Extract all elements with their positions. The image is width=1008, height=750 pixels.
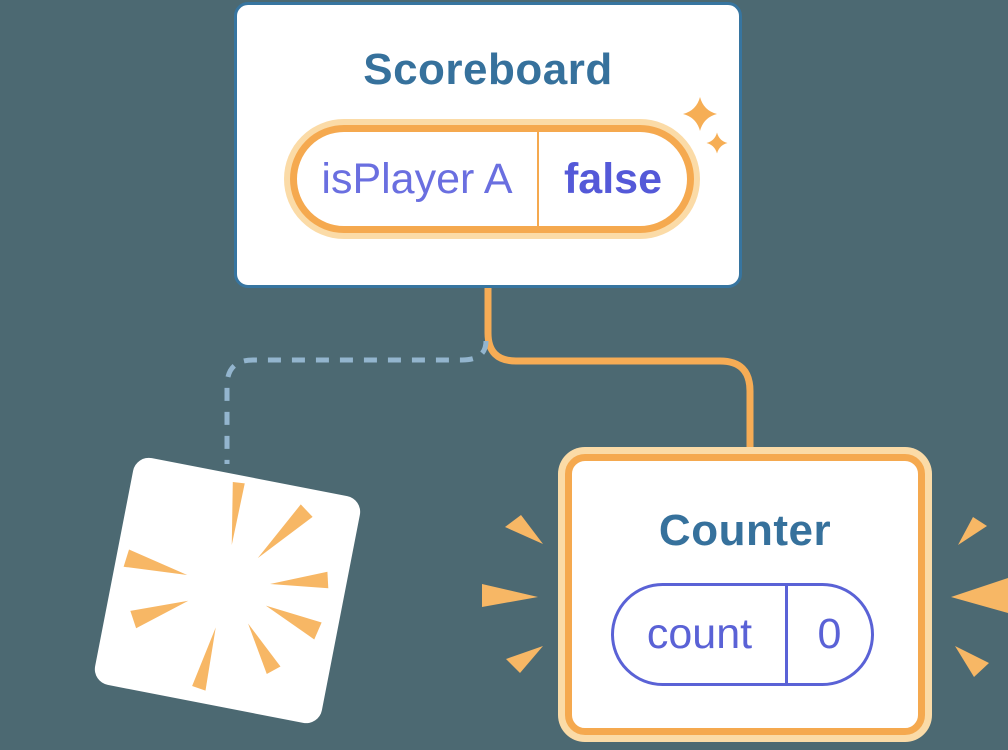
destroyed-component-card bbox=[92, 455, 363, 726]
state-value-label: false bbox=[563, 154, 662, 203]
connector-removed-dashed-path bbox=[224, 340, 489, 464]
count-name-label: count bbox=[646, 610, 753, 658]
state-name-cell: isPlayer A bbox=[297, 132, 539, 226]
scoreboard-title: Scoreboard bbox=[363, 45, 613, 94]
state-name-label: isPlayer A bbox=[321, 154, 513, 203]
emphasis-rays-left-icon bbox=[482, 515, 543, 673]
scoreboard-state-pill: isPlayer A false bbox=[290, 125, 694, 233]
counter-component-card: Counter count 0 bbox=[565, 454, 925, 735]
counter-title: Counter bbox=[658, 506, 832, 555]
count-value-label: 0 bbox=[817, 610, 842, 658]
connector-active-path bbox=[484, 285, 754, 454]
scoreboard-component-card: Scoreboard isPlayer A false bbox=[234, 2, 742, 288]
counter-state-pill: count 0 bbox=[611, 583, 874, 686]
count-value-cell: 0 bbox=[788, 586, 871, 683]
poof-burst-icon bbox=[123, 482, 329, 691]
count-name-cell: count bbox=[614, 586, 788, 683]
emphasis-rays-right-icon bbox=[951, 517, 1008, 677]
state-value-cell: false bbox=[539, 132, 687, 226]
